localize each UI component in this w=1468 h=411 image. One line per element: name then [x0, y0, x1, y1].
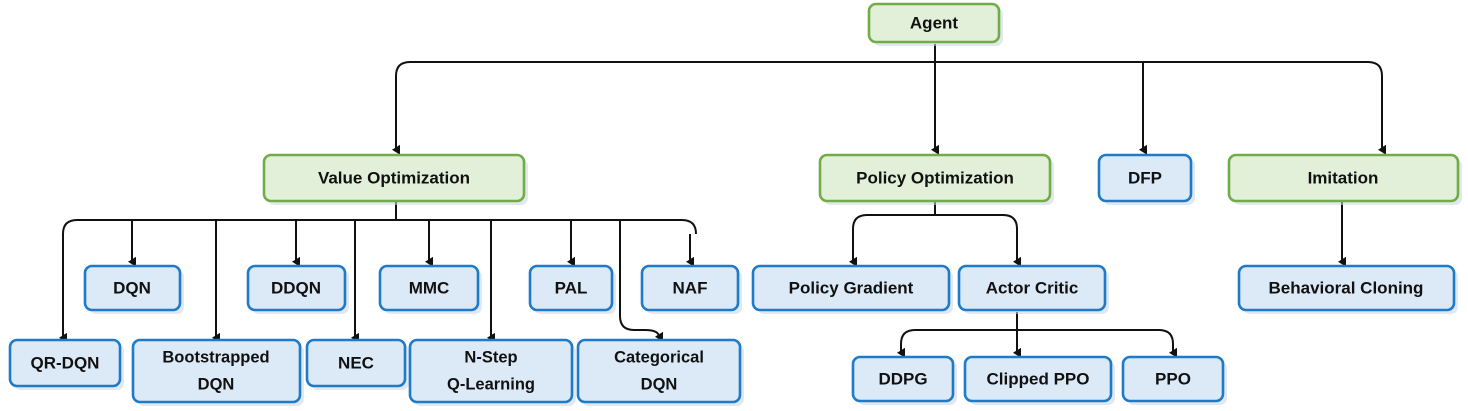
node-clipped-ppo[interactable]: Clipped PPO [963, 355, 1115, 405]
node-agent[interactable]: Agent [867, 2, 1003, 46]
node-n-step-q-learning-label-line1: N-Step [464, 348, 517, 366]
node-qr-dqn-label: QR-DQN [31, 353, 100, 372]
node-imitation[interactable]: Imitation [1227, 153, 1462, 205]
node-agent-label: Agent [910, 13, 959, 32]
node-naf[interactable]: NAF [640, 264, 742, 314]
node-mmc[interactable]: MMC [378, 264, 482, 314]
node-clipped-ppo-label: Clipped PPO [987, 369, 1090, 388]
node-policy-optimization[interactable]: Policy Optimization [818, 153, 1054, 205]
node-dqn[interactable]: DQN [83, 264, 184, 314]
node-nec-label: NEC [338, 353, 374, 372]
node-actor-critic-label: Actor Critic [986, 278, 1079, 297]
node-bootstrapped-dqn[interactable]: Bootstrapped DQN [131, 338, 304, 406]
edge-agent-bus [395, 44, 1383, 77]
node-bootstrapped-dqn-label-line2: DQN [198, 375, 235, 393]
edges-layer [59, 44, 1386, 358]
node-ddpg-label: DDPG [878, 369, 927, 388]
node-policy-gradient-label: Policy Gradient [789, 278, 914, 297]
node-ddqn[interactable]: DDQN [246, 264, 349, 314]
edge-policy-optimization-bus [852, 202, 1018, 230]
node-qr-dqn[interactable]: QR-DQN [8, 338, 124, 390]
node-bootstrapped-dqn-label-line1: Bootstrapped [162, 348, 269, 366]
node-n-step-q-learning[interactable]: N-Step Q-Learning [408, 338, 576, 406]
node-behavioral-cloning[interactable]: Behavioral Cloning [1237, 264, 1458, 314]
node-categorical-dqn[interactable]: Categorical DQN [576, 338, 744, 406]
edge-actor-critic-bus [900, 312, 1174, 345]
node-n-step-q-learning-label-line2: Q-Learning [447, 375, 535, 393]
node-imitation-label: Imitation [1308, 168, 1379, 187]
node-dfp[interactable]: DFP [1097, 153, 1195, 205]
node-naf-label: NAF [673, 278, 708, 297]
node-categorical-dqn-label-line2: DQN [641, 375, 678, 393]
node-mmc-label: MMC [409, 278, 450, 297]
edge-value-optimization-bus [62, 202, 697, 235]
node-ppo[interactable]: PPO [1121, 355, 1227, 405]
edge-vo-to-categorical-dqn [619, 220, 664, 342]
node-pal-label: PAL [555, 278, 588, 297]
node-nec[interactable]: NEC [305, 338, 409, 390]
node-categorical-dqn-label-line1: Categorical [614, 348, 704, 366]
node-ddqn-label: DDQN [271, 278, 321, 297]
node-dfp-label: DFP [1128, 168, 1162, 187]
node-behavioral-cloning-label: Behavioral Cloning [1269, 278, 1424, 297]
node-pal[interactable]: PAL [528, 264, 616, 314]
node-policy-gradient[interactable]: Policy Gradient [751, 264, 953, 314]
node-dqn-label: DQN [113, 278, 151, 297]
nodes-layer: Agent Value Optimization Policy Optimiza… [8, 2, 1462, 406]
node-value-optimization[interactable]: Value Optimization [262, 153, 528, 205]
node-policy-optimization-label: Policy Optimization [856, 168, 1014, 187]
node-ddpg[interactable]: DDPG [851, 355, 957, 405]
node-value-optimization-label: Value Optimization [318, 168, 470, 187]
node-actor-critic[interactable]: Actor Critic [957, 264, 1109, 314]
node-ppo-label: PPO [1155, 369, 1191, 388]
